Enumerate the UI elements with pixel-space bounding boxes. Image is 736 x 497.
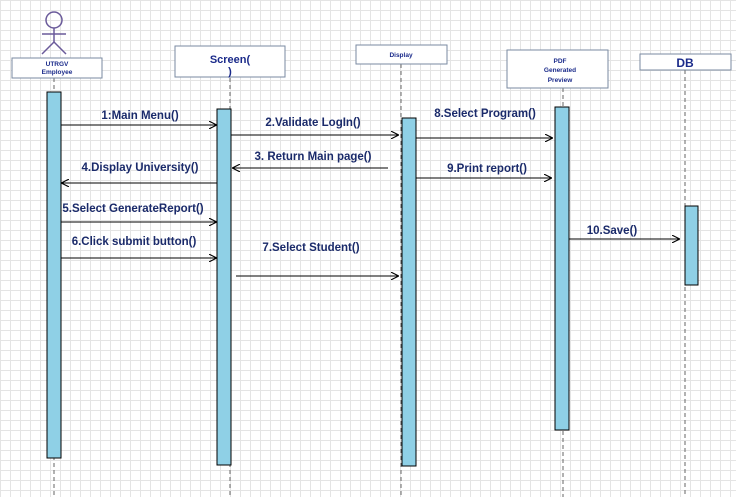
participant-db-box <box>639 53 732 71</box>
message-6-label: 6.Click submit button() <box>72 236 197 248</box>
activation-db <box>684 205 699 286</box>
activation-display <box>401 117 417 467</box>
actor-figure-icon <box>41 11 67 55</box>
participant-db-label: DB <box>676 56 694 70</box>
message-4-label: 4.Display University() <box>82 162 199 174</box>
participant-display-label: Display <box>389 52 413 59</box>
participant-pdf-label-2: Generated <box>544 67 576 74</box>
message-9-label: 9.Print report() <box>447 163 527 175</box>
message-3-label: 3. Return Main page() <box>255 151 372 163</box>
participant-pdf-box <box>506 49 609 89</box>
participant-screen-box <box>174 45 286 78</box>
participant-pdf-label-3: Preview <box>548 77 574 84</box>
activation-employee <box>46 91 62 459</box>
participant-screen-label-1: Screen( <box>210 54 251 66</box>
participant-employee-label-1: UTRGV <box>46 61 69 68</box>
message-8-label: 8.Select Program() <box>434 108 536 120</box>
message-2-label: 2.Validate LogIn() <box>265 117 360 129</box>
activation-pdf <box>554 106 570 431</box>
participant-pdf-label-1: PDF <box>554 58 567 65</box>
message-5-label: 5.Select GenerateReport() <box>62 203 203 215</box>
message-7-label: 7.Select Student() <box>262 242 359 254</box>
activation-screen <box>216 108 232 466</box>
participant-employee-box <box>11 57 103 79</box>
message-10-label: 10.Save() <box>587 225 638 237</box>
participant-display-box <box>355 44 448 65</box>
participant-screen-label-2: ) <box>228 66 232 78</box>
participant-employee-label-2: Employee <box>42 69 73 76</box>
message-1-label: 1:Main Menu() <box>101 110 178 122</box>
